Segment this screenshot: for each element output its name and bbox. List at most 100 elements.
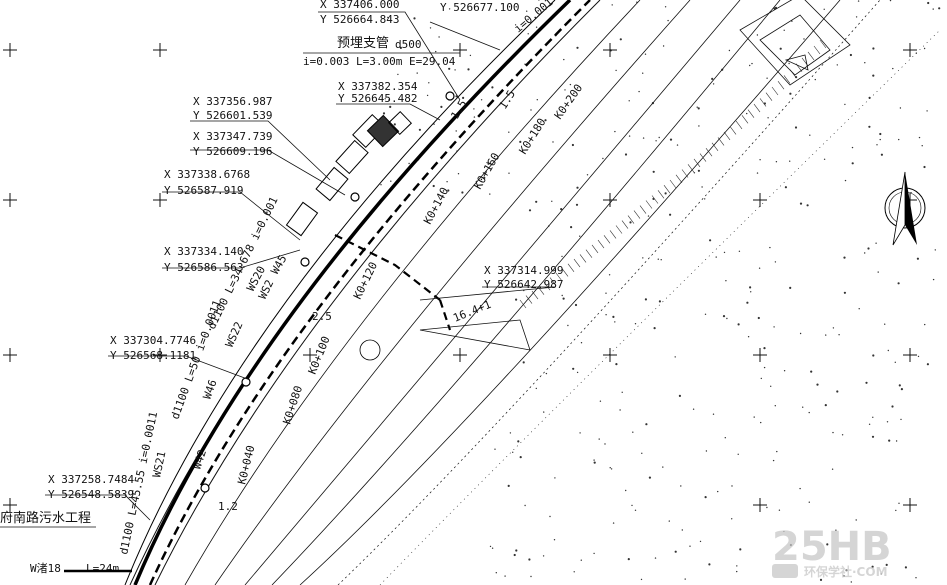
survey-point: [898, 138, 900, 141]
survey-point: [731, 518, 733, 520]
hatch-tick: [783, 75, 791, 84]
survey-point: [717, 490, 719, 493]
hatch-tick: [741, 115, 749, 124]
survey-point: [535, 26, 538, 28]
survey-point: [535, 200, 538, 203]
survey-point: [737, 323, 740, 326]
survey-point: [776, 450, 778, 453]
survey-point: [924, 323, 926, 326]
survey-point: [731, 485, 733, 487]
survey-point: [653, 327, 656, 330]
survey-point: [894, 361, 896, 363]
survey-point: [549, 515, 551, 518]
survey-point: [455, 130, 457, 132]
survey-point: [507, 484, 510, 487]
survey-point: [871, 565, 874, 568]
survey-point: [611, 4, 613, 6]
pipe-header-spec: i=0.003 L=3.00m E=29.04: [303, 55, 456, 68]
hatch-tick: [537, 286, 545, 295]
survey-point: [572, 367, 575, 370]
survey-point: [872, 354, 875, 357]
survey-point: [750, 291, 752, 293]
hatch-tick: [609, 230, 617, 239]
survey-point: [658, 300, 662, 303]
survey-point: [696, 106, 698, 108]
survey-point: [794, 126, 798, 129]
well-label: W42: [190, 448, 209, 471]
hatch-tick: [549, 277, 557, 286]
bottom-length-label: L=24m: [86, 562, 119, 575]
survey-point: [825, 334, 827, 336]
hatch-tick: [573, 258, 581, 268]
survey-point: [473, 116, 476, 118]
survey-point: [932, 8, 934, 10]
survey-point: [868, 423, 871, 425]
survey-point: [927, 1, 930, 5]
survey-point: [689, 545, 691, 547]
survey-point: [711, 77, 714, 80]
survey-point: [824, 404, 827, 407]
grid-crosses: [3, 43, 917, 512]
survey-point: [605, 292, 607, 294]
survey-point: [545, 372, 548, 375]
survey-point: [923, 47, 926, 50]
survey-point: [642, 257, 644, 259]
survey-point: [669, 213, 672, 216]
survey-point: [855, 519, 857, 521]
coord-y: Y 526601.539: [193, 109, 272, 122]
survey-point: [891, 405, 894, 408]
coord-y: Y 526548.5839: [48, 488, 134, 501]
survey-point: [602, 157, 604, 160]
hatch-tick: [525, 295, 533, 304]
pipe-header-diameter: d500: [395, 38, 422, 51]
survey-point: [802, 406, 804, 408]
survey-point: [749, 286, 752, 289]
bottom-well-label: W渚18: [30, 562, 61, 575]
survey-point: [773, 7, 776, 10]
survey-point: [580, 342, 583, 344]
survey-point: [640, 578, 643, 581]
hatch-tick: [579, 254, 587, 263]
survey-point: [879, 138, 881, 141]
survey-point: [789, 92, 792, 95]
survey-point: [886, 421, 889, 423]
survey-point: [448, 67, 451, 70]
survey-point: [625, 489, 627, 492]
survey-point: [680, 485, 682, 487]
survey-point: [662, 45, 665, 47]
branch-pipe-dashed: [334, 234, 452, 331]
hatch-tick: [657, 190, 665, 199]
coord-x: X 337314.999: [484, 264, 563, 277]
survey-point: [857, 0, 860, 2]
survey-point: [849, 53, 853, 57]
survey-point: [926, 363, 930, 366]
survey-point: [868, 125, 871, 128]
hatch-tick: [603, 235, 611, 244]
survey-point: [850, 581, 852, 583]
survey-point: [494, 448, 496, 450]
survey-point: [615, 363, 618, 366]
survey-point: [508, 172, 510, 174]
survey-point: [789, 160, 791, 162]
survey-point: [872, 47, 875, 50]
survey-point: [864, 62, 866, 64]
survey-point: [934, 249, 936, 251]
hatch-tick: [645, 200, 653, 209]
hatch-tick: [669, 179, 677, 189]
survey-point: [880, 153, 884, 156]
survey-point: [897, 282, 900, 285]
survey-point: [447, 189, 450, 192]
survey-point: [519, 140, 522, 143]
survey-point: [615, 69, 617, 72]
survey-point: [887, 349, 889, 352]
survey-point: [567, 324, 569, 327]
well-label: W45: [268, 253, 289, 277]
hatch-tick: [543, 281, 551, 291]
survey-point: [749, 64, 751, 67]
survey-point: [655, 140, 657, 142]
survey-point: [467, 68, 470, 71]
hatch-tick: [807, 51, 815, 61]
survey-point: [773, 326, 775, 328]
survey-point: [571, 143, 575, 147]
survey-point: [693, 172, 696, 174]
